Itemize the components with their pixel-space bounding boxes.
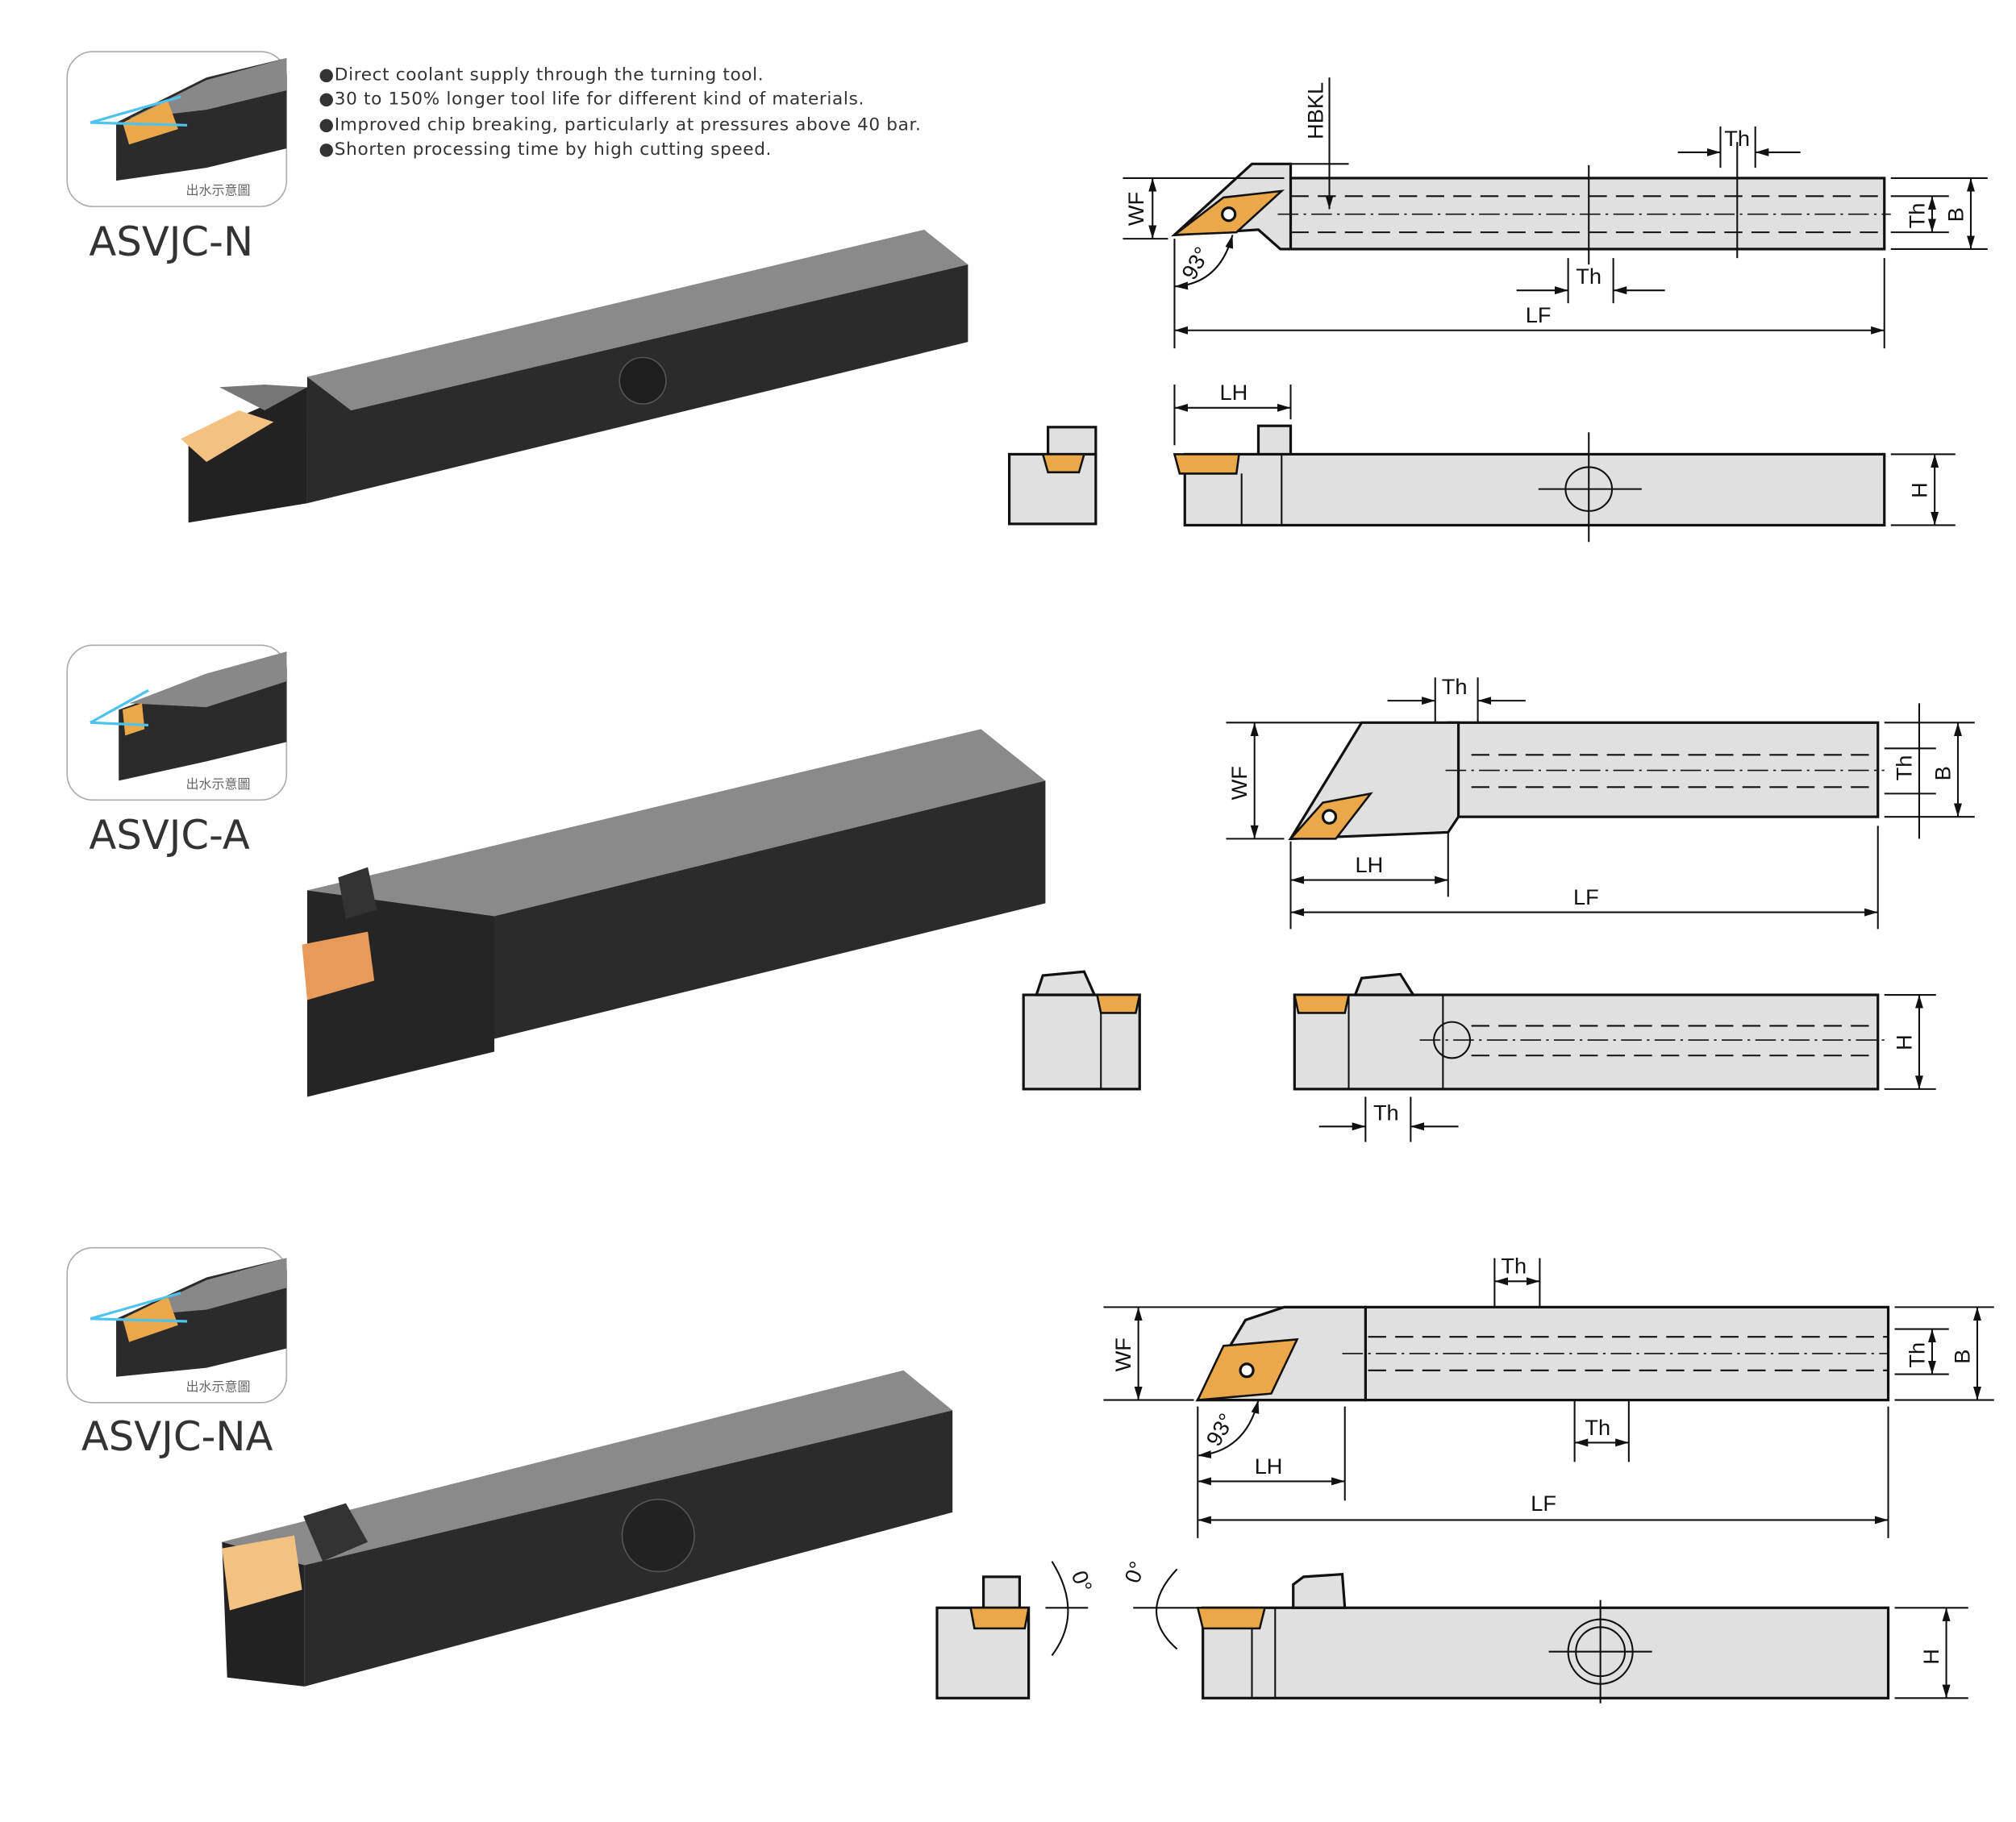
dim-th-bottom: Th <box>1585 1415 1610 1440</box>
icon-caption: 出水示意圖 <box>185 776 250 792</box>
dim-lh: LH <box>1356 852 1384 877</box>
side-view-drawing: H <box>1196 1572 1968 1703</box>
dim-b: B <box>1943 207 1968 222</box>
dim-angle: 93° <box>1177 243 1214 284</box>
dim-angle-side: 0° <box>1119 1558 1150 1586</box>
feature-item: ●Improved chip breaking, particularly at… <box>319 115 921 135</box>
section-asvjc-na: 出水示意圖 ASVJC-NA 0° 0° <box>66 1246 1994 1703</box>
insert-screw-icon <box>1239 1362 1255 1379</box>
dim-h: H <box>1907 482 1932 498</box>
dim-th-top: Th <box>1442 674 1468 699</box>
dim-th-right: Th <box>1904 203 1929 229</box>
insert-screw-icon <box>1221 206 1237 223</box>
front-view-drawing: 0° 0° <box>935 1558 1198 1699</box>
section-asvjc-a: 出水示意圖 ASVJC-A WF <box>66 644 1975 1142</box>
dim-lf: LF <box>1531 1491 1556 1516</box>
front-view-drawing <box>1007 426 1098 526</box>
coolant-jet-icon <box>90 688 149 727</box>
tool-render <box>302 729 1046 1097</box>
product-title: ASVJC-A <box>89 812 249 859</box>
dim-angle: 93° <box>1201 1409 1239 1450</box>
feature-item: ●Direct coolant supply through the turni… <box>319 64 764 85</box>
dim-th-side: Th <box>1373 1100 1399 1125</box>
icon-caption: 出水示意圖 <box>185 183 250 198</box>
coolant-icon-card: 出水示意圖 <box>66 644 288 801</box>
top-view-drawing: WF Th Th B LH LF <box>1226 674 1975 930</box>
section-asvjc-n: 出水示意圖 ASVJC-N ●Direct coolant supply thr… <box>66 51 1988 543</box>
dim-h: H <box>1891 1034 1916 1050</box>
feature-list: ●Direct coolant supply through the turni… <box>319 64 921 160</box>
side-view-drawing: LH H <box>1173 380 1956 543</box>
dim-th-mid: Th <box>1576 264 1602 289</box>
clamp-screw-icon <box>621 1499 695 1573</box>
dim-lh: LH <box>1219 380 1248 405</box>
coolant-jet-icon <box>90 95 188 127</box>
dim-lh: LH <box>1255 1454 1283 1479</box>
dim-h: H <box>1918 1649 1943 1665</box>
top-view-drawing: WF Th Th Th B 93° LH LF <box>1103 1254 1994 1538</box>
dim-hbkl: HBKL <box>1303 82 1328 139</box>
product-title: ASVJC-NA <box>81 1413 273 1460</box>
dim-th-top: Th <box>1724 126 1750 151</box>
dim-b: B <box>1930 766 1955 780</box>
product-title: ASVJC-N <box>89 218 253 265</box>
dim-th-right: Th <box>1891 755 1916 781</box>
dim-angle-front: 0° <box>1067 1567 1098 1595</box>
icon-caption: 出水示意圖 <box>185 1379 250 1394</box>
dim-wf: WF <box>1123 192 1148 226</box>
dim-b: B <box>1949 1350 1974 1364</box>
dim-wf: WF <box>1110 1337 1135 1371</box>
side-view-drawing: Th H <box>1293 972 1936 1142</box>
dim-lf: LF <box>1526 302 1552 327</box>
insert-screw-icon <box>1321 809 1338 825</box>
tool-render <box>222 1370 953 1687</box>
feature-item: ●Shorten processing time by high cutting… <box>319 139 772 160</box>
top-view-drawing: WF HBKL Th Th LF 93° Th B <box>1123 77 1988 349</box>
dim-wf: WF <box>1227 766 1252 800</box>
dim-th-right: Th <box>1904 1342 1929 1368</box>
tool-render <box>181 229 968 523</box>
front-view-drawing <box>1022 970 1141 1091</box>
coolant-icon-card: 出水示意圖 <box>66 1246 288 1404</box>
coolant-icon-card: 出水示意圖 <box>66 51 288 207</box>
clamp-screw-icon <box>619 356 667 405</box>
dim-th-top: Th <box>1501 1254 1527 1279</box>
coolant-jet-icon <box>90 1292 188 1323</box>
feature-item: ●30 to 150% longer tool life for differe… <box>319 89 864 110</box>
dim-lf: LF <box>1573 884 1599 909</box>
